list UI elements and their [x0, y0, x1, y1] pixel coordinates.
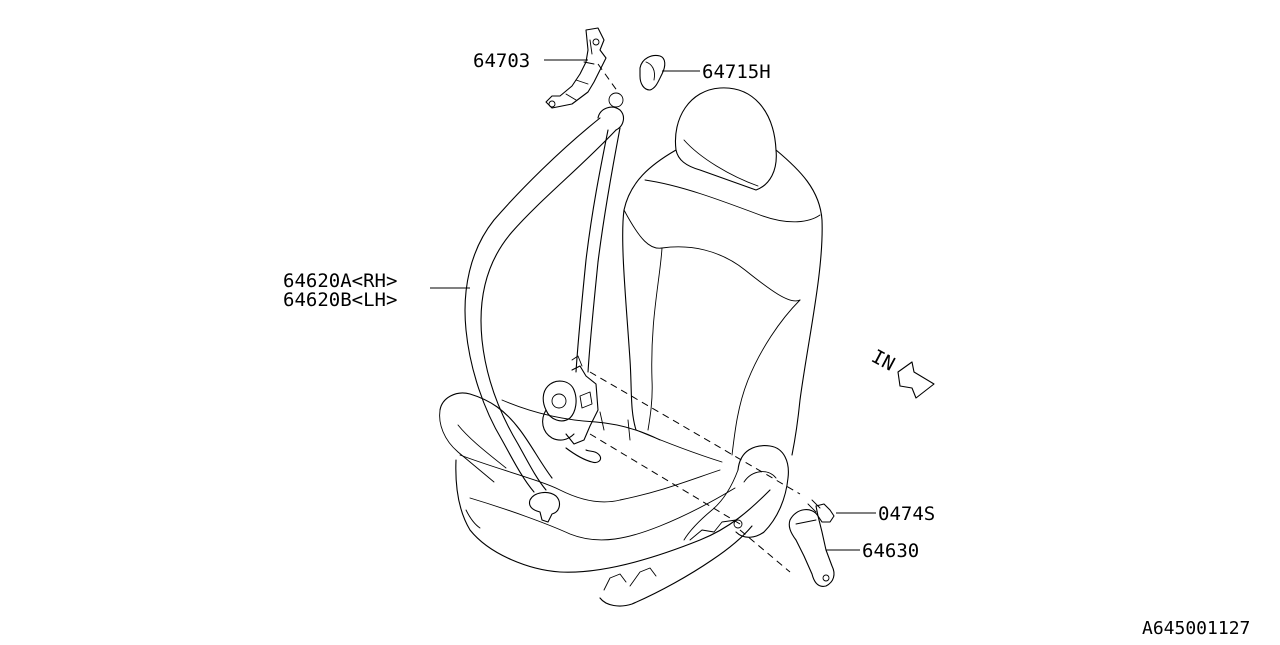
seat-cushion	[455, 459, 771, 573]
diagram-code: A645001127	[1142, 618, 1250, 639]
part-64715h-cover	[639, 54, 666, 91]
seat-belt-assembly	[464, 92, 625, 523]
label-0474s: 0474S	[878, 503, 935, 525]
label-64620a-rh: 64620A<RH>	[283, 270, 397, 292]
label-64715h: 64715H	[702, 61, 771, 83]
seat-back	[622, 149, 823, 456]
part-labels: 64703 64715H 64620A<RH> 64620B<LH> 0474S…	[283, 50, 1250, 639]
headrest	[674, 87, 777, 191]
belt-tongue	[528, 491, 561, 523]
belt-guide	[597, 106, 625, 131]
in-direction-label: IN	[868, 346, 899, 376]
part-64703-adjuster	[545, 27, 607, 109]
label-64620b-lh: 64620B<LH>	[283, 289, 397, 311]
recliner-cover	[735, 445, 789, 538]
label-64630: 64630	[862, 540, 919, 562]
leader-lines	[430, 59, 876, 551]
part-64630-buckle	[788, 509, 835, 587]
in-direction-arrow: IN	[868, 346, 935, 399]
seat-rails	[599, 525, 753, 607]
assembly-dashed-lines	[589, 63, 801, 573]
label-64703: 64703	[473, 50, 530, 72]
retractor	[542, 380, 577, 422]
seat-illustration	[439, 87, 823, 607]
